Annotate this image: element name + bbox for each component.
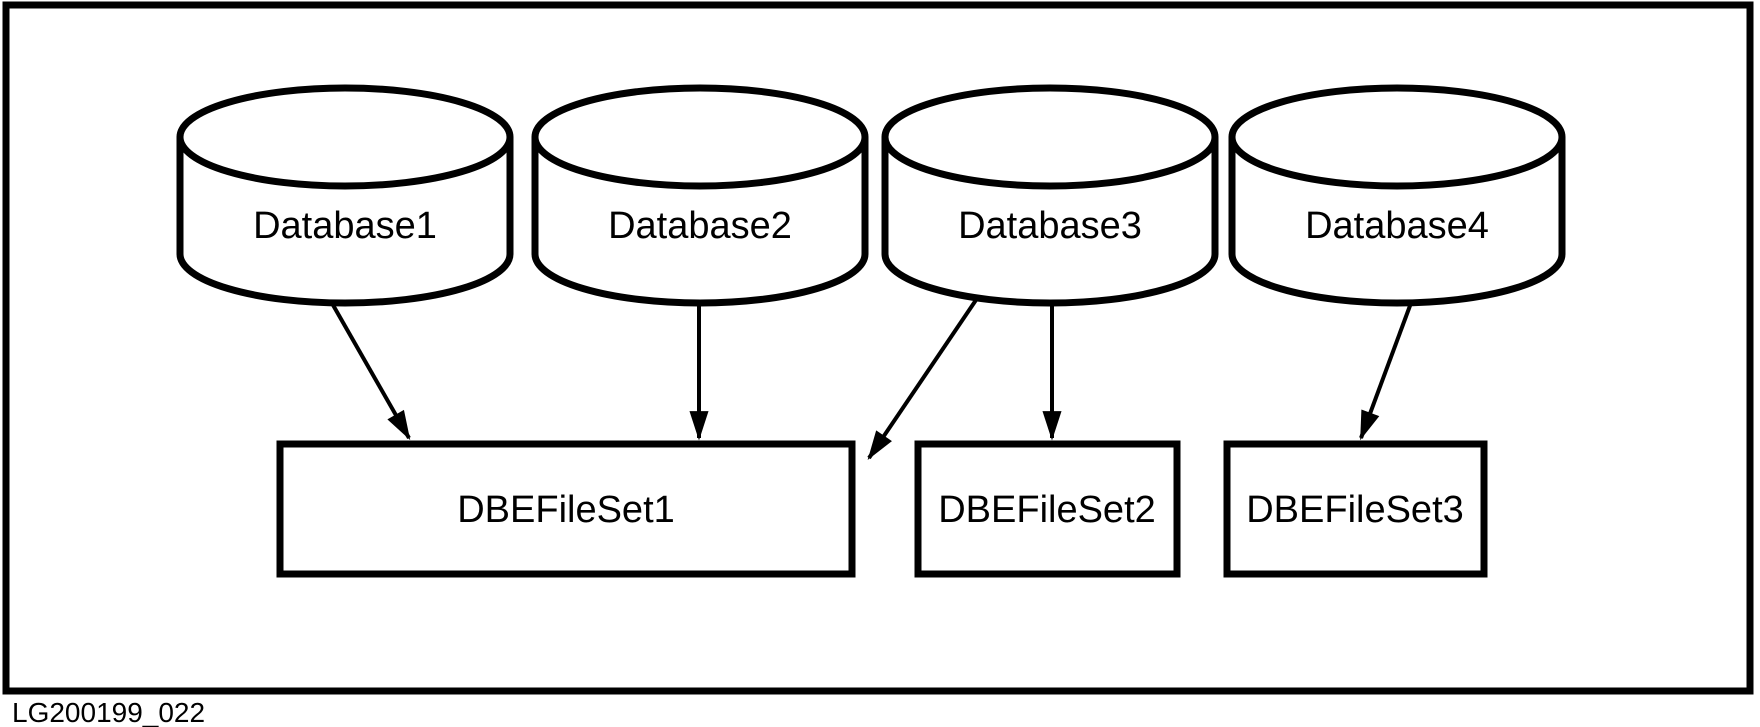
node-database4: Database4 bbox=[1228, 84, 1566, 307]
edge-database4-to-dbefileset3 bbox=[1359, 302, 1413, 441]
edges bbox=[331, 298, 1413, 461]
edge-database1-to-dbefileset1 bbox=[331, 304, 411, 441]
node-database3: Database3 bbox=[881, 84, 1219, 307]
database1-label: Database1 bbox=[253, 205, 437, 247]
dbefileset3-box bbox=[1223, 440, 1488, 578]
dbefileset3-label: DBEFileSet3 bbox=[1246, 489, 1464, 531]
dbefileset2-box bbox=[914, 440, 1181, 578]
dbefileset1-box bbox=[276, 440, 856, 578]
dbefileset1-label: DBEFileSet1 bbox=[457, 489, 675, 531]
node-dbefileset2: DBEFileSet2 bbox=[914, 440, 1181, 578]
edge-database3-to-dbefileset1 bbox=[867, 298, 978, 461]
database4-cylinder-top bbox=[1228, 84, 1566, 190]
dbefileset2-label: DBEFileSet2 bbox=[938, 489, 1156, 531]
database3-label: Database3 bbox=[958, 205, 1142, 247]
figure-caption: LG200199_022 bbox=[12, 697, 205, 727]
database4-label: Database4 bbox=[1305, 205, 1489, 247]
node-database1: Database1 bbox=[176, 84, 514, 307]
node-dbefileset1: DBEFileSet1 bbox=[276, 440, 856, 578]
database1-cylinder-top bbox=[176, 84, 514, 190]
node-dbefileset3: DBEFileSet3 bbox=[1223, 440, 1488, 578]
database2-label: Database2 bbox=[608, 205, 792, 247]
node-database2: Database2 bbox=[531, 84, 869, 307]
database2-cylinder-top bbox=[531, 84, 869, 190]
database3-cylinder-top bbox=[881, 84, 1219, 190]
